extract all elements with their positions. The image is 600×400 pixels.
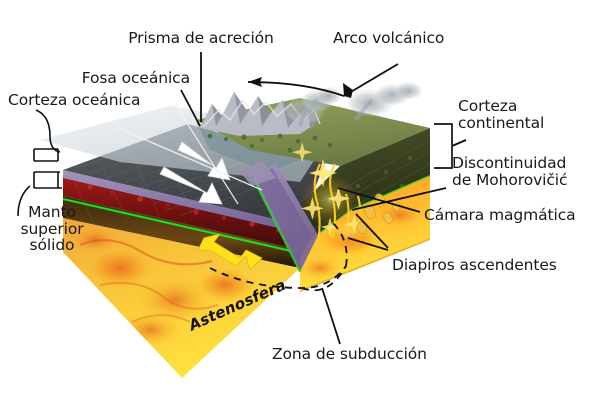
volcanic-plume-right bbox=[348, 81, 424, 122]
label-arco-volcanico: Arco volcánico bbox=[333, 29, 445, 47]
leader-camara bbox=[337, 187, 421, 213]
leader-moho bbox=[351, 187, 447, 211]
upwelling-arrow bbox=[197, 233, 263, 271]
label-zona-de-subduccion: Zona de subducción bbox=[272, 345, 427, 363]
label-diapiros-ascendentes: Diapiros ascendentes bbox=[392, 256, 557, 274]
moho-line-left bbox=[62, 197, 301, 255]
left-layer-brackets bbox=[17, 109, 62, 217]
volcanic-plumes bbox=[286, 81, 424, 127]
magma-diapirs bbox=[292, 142, 401, 252]
leader-zona bbox=[321, 287, 341, 345]
motion-arrow-lower bbox=[159, 166, 223, 205]
leader-arrowheads bbox=[248, 77, 353, 98]
label-manto-superior-solido: Manto superior sólido bbox=[20, 203, 84, 255]
leader-arco-right bbox=[343, 63, 399, 97]
subducting-slab bbox=[240, 160, 318, 273]
plate-motion-arrows bbox=[117, 103, 263, 205]
label-prisma-de-acrecion: Prisma de acreción bbox=[128, 29, 274, 47]
subduction-zone-markers bbox=[209, 221, 348, 292]
leader-corteza-cont bbox=[451, 139, 467, 147]
label-corteza-oceanica: Corteza oceánica bbox=[8, 91, 141, 109]
volcanic-plume-left bbox=[286, 86, 343, 127]
label-corteza-continental: Corteza continental bbox=[458, 97, 545, 132]
leader-diapiros-a bbox=[355, 213, 389, 249]
leader-fosa bbox=[180, 89, 201, 127]
label-fosa-oceanica: Fosa oceánica bbox=[81, 69, 190, 87]
label-discontinuidad-mohorovicic: Discontinuidad de Mohorovičić bbox=[452, 154, 568, 189]
label-camara-magmatica: Cámara magmática bbox=[424, 206, 576, 224]
accretionary-prism bbox=[240, 160, 276, 186]
leader-diapiros-b bbox=[347, 237, 389, 251]
